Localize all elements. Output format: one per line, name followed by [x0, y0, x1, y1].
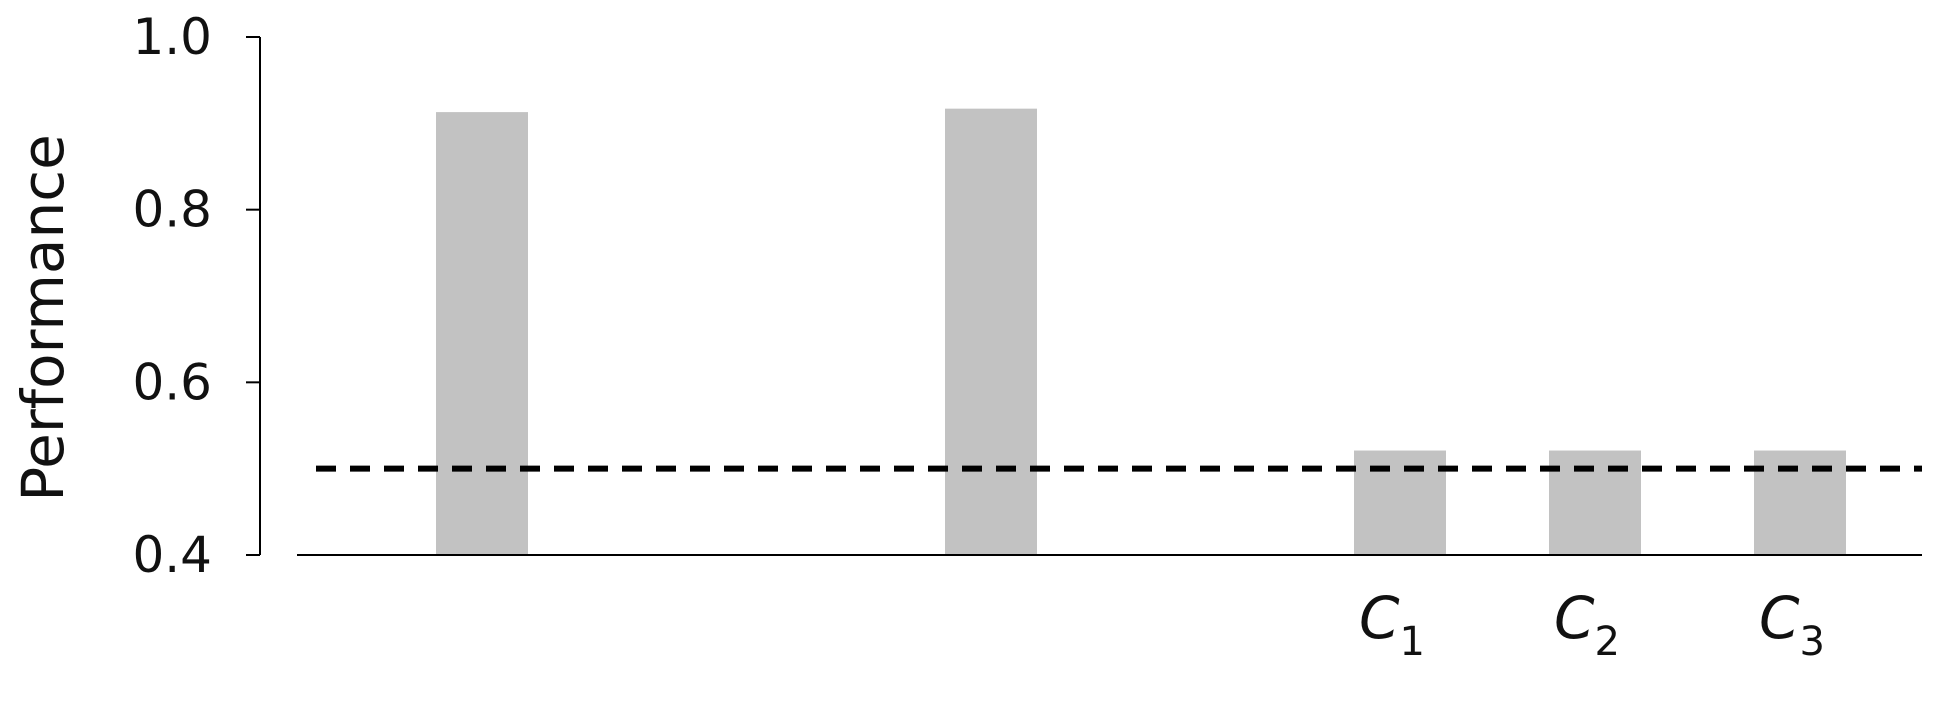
x-label-3: C1: [1359, 584, 1425, 665]
bar-5: [1754, 450, 1846, 555]
y-axis-title: Performance: [9, 134, 77, 502]
y-ticks-group: 0.4 0.6 0.8 1.0: [132, 8, 260, 584]
bar-2: [945, 108, 1037, 555]
y-tick-label-3: 0.8: [132, 181, 212, 239]
x-label-5: C3: [1759, 584, 1825, 665]
y-tick-label-1: 0.4: [132, 526, 212, 584]
x-labels-group: C1 C2 C3: [1359, 584, 1825, 665]
y-tick-label-4: 1.0: [132, 8, 212, 66]
x-label-4: C2: [1554, 584, 1620, 665]
y-tick-label-2: 0.6: [132, 353, 212, 411]
bar-1: [436, 112, 528, 556]
bar-3: [1354, 450, 1446, 555]
bars-group: [436, 108, 1846, 556]
